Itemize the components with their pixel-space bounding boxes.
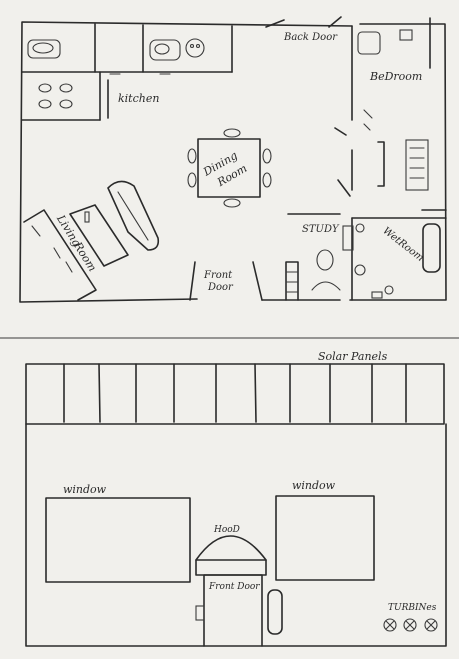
turbines-label: TURBINes bbox=[388, 603, 437, 613]
outer-wall bbox=[19, 21, 447, 303]
wet-room-label: WetRoom bbox=[381, 226, 426, 264]
front-door-label-line2: Door bbox=[207, 282, 234, 293]
solar-panel-dividers bbox=[63, 363, 407, 423]
floor-plan: Back Door BeDroom kitchen Dining Room Li… bbox=[19, 16, 447, 303]
study-label: STUDY bbox=[302, 224, 340, 235]
dining-table bbox=[187, 128, 272, 208]
living-room-bench bbox=[23, 209, 97, 301]
solar-panel-strip bbox=[25, 363, 445, 425]
kitchen-units bbox=[21, 23, 233, 121]
turbine-icon bbox=[383, 618, 397, 632]
right-window-label: window bbox=[292, 479, 336, 492]
front-door-elevation-label: Front Door bbox=[208, 582, 260, 592]
door-panel bbox=[267, 589, 283, 635]
hood-label: HooD bbox=[213, 525, 240, 535]
right-window bbox=[275, 495, 375, 581]
front-door-stairs bbox=[189, 261, 299, 301]
turbine-icon bbox=[424, 618, 438, 632]
left-window bbox=[45, 497, 191, 583]
study-and-wetroom-fixtures bbox=[311, 223, 441, 299]
turbine-icon bbox=[403, 618, 417, 632]
kitchen-label: kitchen bbox=[118, 92, 159, 105]
front-elevation: Solar Panels window window HooD Front Do… bbox=[25, 350, 447, 647]
back-door-label: Back Door bbox=[283, 32, 338, 43]
front-door-label-line1: Front bbox=[203, 270, 233, 281]
house-wall bbox=[25, 423, 447, 647]
dining-room-label: Dining Room bbox=[200, 149, 249, 190]
bedroom-furniture bbox=[357, 29, 429, 191]
door-swing-b bbox=[337, 179, 351, 197]
solar-panels-label: Solar Panels bbox=[318, 350, 388, 363]
turbine-icons bbox=[383, 618, 438, 632]
back-door-swing-2 bbox=[328, 16, 342, 28]
bedroom-label: BeDroom bbox=[369, 70, 422, 83]
door-lamp bbox=[195, 605, 205, 621]
living-room-sofa bbox=[69, 180, 160, 267]
back-door-swing bbox=[265, 19, 285, 28]
living-room-label: Living Room bbox=[54, 212, 99, 274]
left-window-label: window bbox=[63, 483, 107, 496]
door-hood bbox=[195, 535, 267, 576]
door-swing-a bbox=[334, 127, 347, 136]
